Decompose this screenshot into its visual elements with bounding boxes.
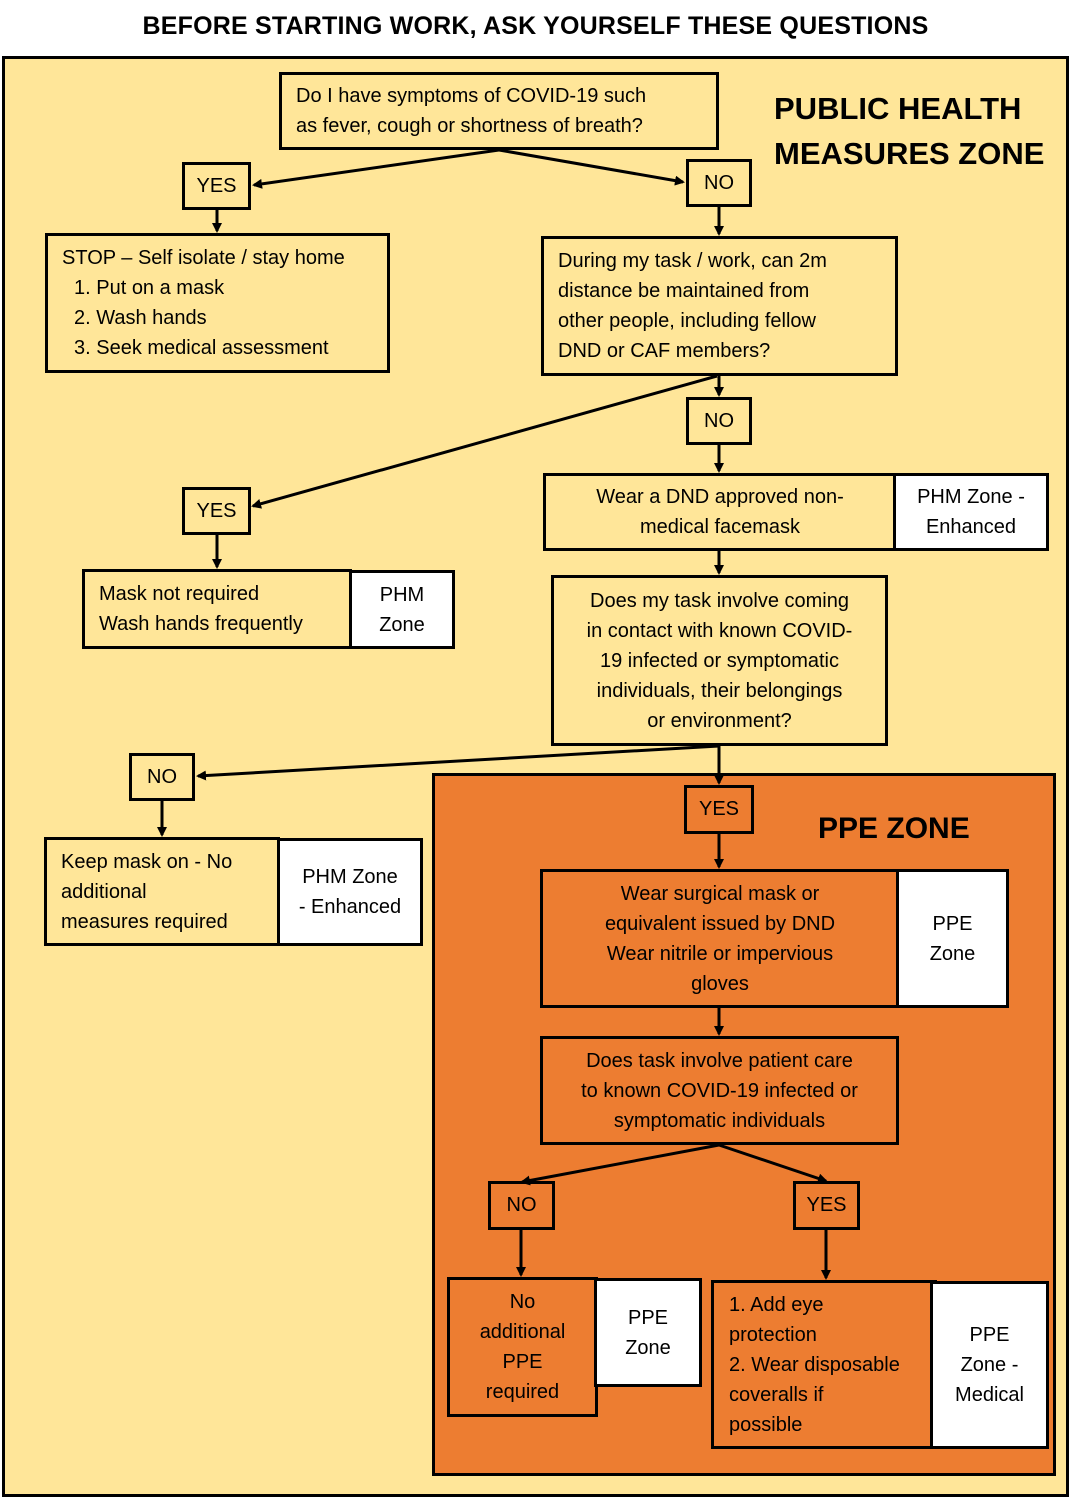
no-additional-ppe-box: No additional PPE required bbox=[447, 1277, 598, 1417]
question-contact: Does my task involve coming in contact w… bbox=[551, 575, 888, 746]
zone-tag-ppe-medical: PPE Zone - Medical bbox=[930, 1281, 1049, 1449]
phm-zone-label: PUBLIC HEALTH MEASURES ZONE bbox=[774, 91, 1045, 171]
question-distance: During my task / work, can 2m distance b… bbox=[541, 236, 898, 376]
wear-facemask-box: Wear a DND approved non- medical facemas… bbox=[543, 473, 897, 551]
question-symptoms: Do I have symptoms of COVID-19 such as f… bbox=[279, 72, 719, 150]
yes-label-distance: YES bbox=[182, 487, 251, 535]
zone-tag-ppe-2: PPE Zone bbox=[594, 1278, 702, 1387]
keep-mask-on-box: Keep mask on - No additional measures re… bbox=[44, 837, 280, 946]
no-label-distance: NO bbox=[686, 397, 752, 445]
ppe-zone-label: PPE ZONE bbox=[818, 812, 970, 845]
question-patient-care: Does task involve patient care to known … bbox=[540, 1036, 899, 1145]
mask-not-required-box: Mask not required Wash hands frequently bbox=[82, 569, 352, 649]
yes-label-patient-care: YES bbox=[793, 1181, 860, 1230]
zone-tag-phm-enhanced: PHM Zone - Enhanced bbox=[893, 473, 1049, 551]
no-label-contact: NO bbox=[129, 753, 195, 801]
stop-self-isolate-box: STOP – Self isolate / stay home 1. Put o… bbox=[45, 233, 390, 373]
page-title: BEFORE STARTING WORK, ASK YOURSELF THESE… bbox=[142, 12, 929, 40]
eye-protection-box: 1. Add eye protection 2. Wear disposable… bbox=[711, 1280, 937, 1449]
zone-tag-ppe: PPE Zone bbox=[896, 869, 1009, 1008]
surgical-mask-box: Wear surgical mask or equivalent issued … bbox=[540, 869, 900, 1008]
zone-tag-phm: PHM Zone bbox=[349, 570, 455, 649]
yes-label-symptoms: YES bbox=[182, 162, 251, 210]
zone-tag-phm-enhanced-2: PHM Zone - Enhanced bbox=[277, 838, 423, 946]
no-label-symptoms: NO bbox=[686, 159, 752, 207]
no-label-patient-care: NO bbox=[488, 1181, 555, 1230]
yes-label-contact: YES bbox=[684, 785, 754, 834]
